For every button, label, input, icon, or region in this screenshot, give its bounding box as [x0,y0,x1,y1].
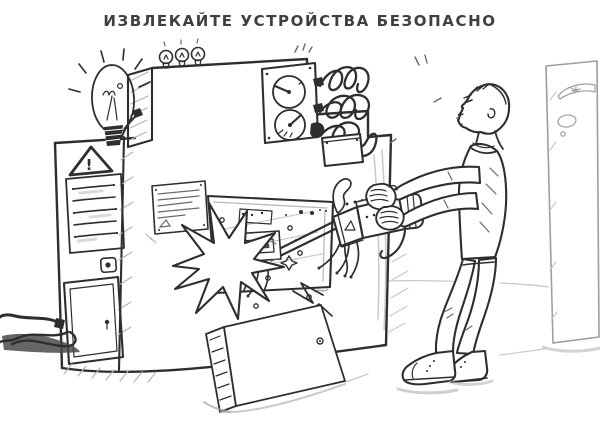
torn-flap [332,178,352,214]
man [365,83,511,395]
gauge-icon-2 [274,109,306,141]
ripped-cable-lines [279,220,337,257]
warning-exclamation: ! [86,156,93,174]
loose-cable-end [379,229,407,260]
door-handle-icon [557,114,577,137]
fallen-panel [203,304,369,414]
man-hands [365,182,405,231]
door-window-icon [557,83,596,100]
machine: ! [53,38,424,374]
gauge-icon [272,75,306,109]
explosion-burst-icon [171,201,333,321]
curly-wires [310,66,378,168]
label-plate [145,180,209,244]
light-bulb-icon [68,48,151,146]
door [499,60,600,356]
gauges-panel [260,61,320,145]
man-boots [396,349,494,395]
caption-title: ИЗВЛЕКАЙТЕ УСТРОЙСТВА БЕЗОПАСНО [103,12,497,30]
man-head [456,83,511,150]
machine-shadow [388,253,409,333]
small-lamps-icon [158,38,206,69]
plug-torn-wires [317,239,360,279]
floor-cables [0,313,157,383]
panel-screw-icon [316,337,324,345]
man-legs [434,256,498,356]
ear-icon [487,108,496,119]
warning-triangle-icon: ! [68,145,114,177]
power-button-icon [99,256,118,274]
motion-ticks [294,43,442,206]
top-cable [119,108,143,141]
vent-grille [65,173,125,254]
